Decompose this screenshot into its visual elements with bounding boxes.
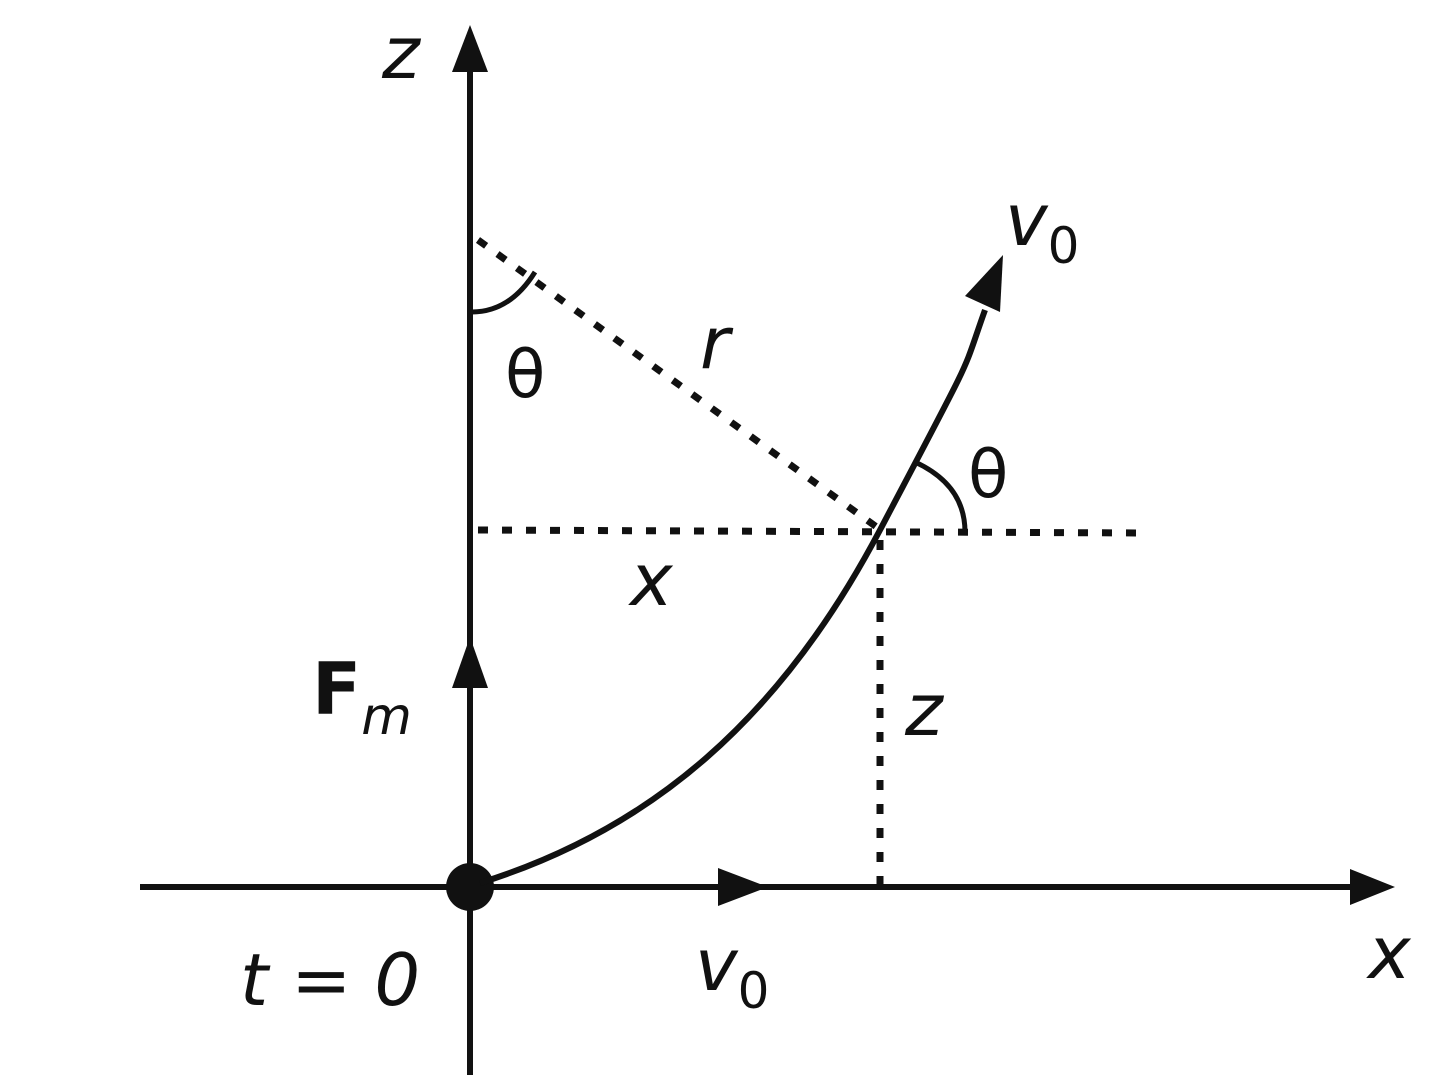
z-axis-label: z	[381, 11, 422, 95]
r-line	[475, 237, 881, 531]
r-label: r	[700, 301, 734, 385]
x-segment-label: x	[628, 538, 674, 622]
trajectory-curve	[479, 308, 988, 886]
x-axis-arrowhead	[1350, 869, 1395, 905]
v0-bottom-arrowhead	[718, 868, 768, 906]
time-label: t = 0	[240, 938, 420, 1022]
z-segment-label: z	[904, 668, 945, 752]
v0-top-label: v0	[1005, 178, 1079, 275]
v0-top-arrowhead	[965, 255, 1003, 312]
particle-origin	[446, 863, 494, 911]
v0-bottom-label: v0	[695, 923, 769, 1020]
theta-right-arc	[913, 459, 968, 533]
force-arrowhead	[452, 637, 488, 688]
theta-right-label: θ	[968, 436, 1008, 513]
theta-upper-arc	[471, 270, 538, 315]
z-axis-arrowhead	[452, 25, 488, 72]
force-label: Fm	[312, 647, 412, 747]
theta-upper-label: θ	[505, 336, 545, 413]
horizontal-dotted-line	[477, 526, 1146, 537]
x-axis-label: x	[1366, 911, 1412, 995]
